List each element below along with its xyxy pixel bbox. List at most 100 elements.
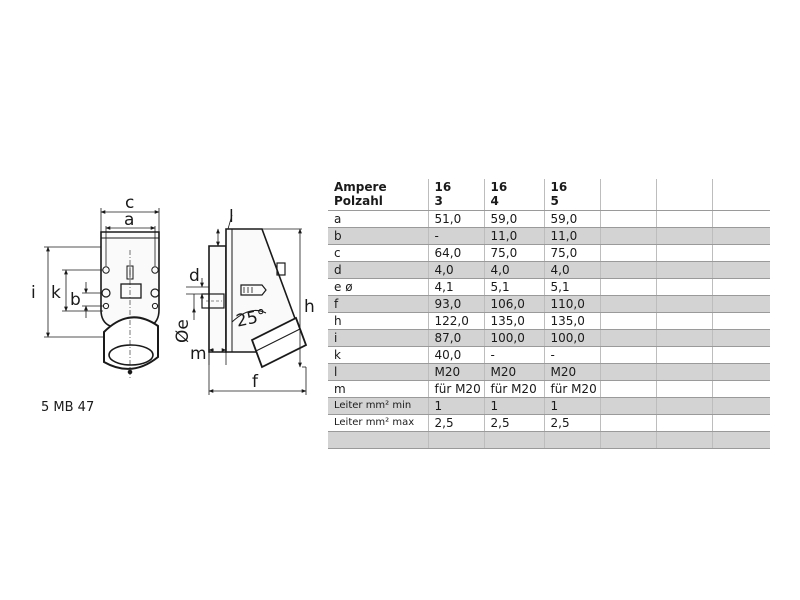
header-column-line: 4 (490, 194, 499, 208)
row-label: c (328, 244, 428, 262)
row-value: für M20 (483, 380, 544, 398)
empty-cell (711, 210, 770, 228)
empty-cell (655, 414, 712, 432)
row-value: für M20 (543, 380, 600, 398)
empty-cell (599, 431, 656, 449)
row-value: 2,5 (427, 414, 484, 432)
empty-cell (655, 329, 712, 347)
row-value: 135,0 (543, 312, 600, 330)
row-value: 11,0 (483, 227, 544, 245)
empty-cell (655, 244, 712, 262)
empty-cell (655, 261, 712, 279)
row-label (328, 431, 428, 449)
empty-cell (599, 227, 656, 245)
empty-cell (655, 278, 712, 296)
label-h: h (304, 297, 315, 317)
empty-cell (711, 278, 770, 296)
model-number: 5 MB 47 (41, 400, 95, 415)
empty-cell (599, 179, 656, 211)
row-label: e ø (328, 278, 428, 296)
empty-cell (599, 261, 656, 279)
empty-cell (599, 210, 656, 228)
empty-cell (711, 179, 770, 211)
row-value: 100,0 (483, 329, 544, 347)
empty-cell (655, 295, 712, 313)
row-value: 11,0 (543, 227, 600, 245)
label-f: f (252, 372, 259, 392)
row-value: 93,0 (427, 295, 484, 313)
row-value: 59,0 (483, 210, 544, 228)
row-value: 2,5 (483, 414, 544, 432)
row-value: 122,0 (427, 312, 484, 330)
row-value: 75,0 (483, 244, 544, 262)
label-m: m (190, 344, 207, 364)
row-value: - (427, 227, 484, 245)
header-param-line: Polzahl (334, 194, 383, 208)
row-label: k (328, 346, 428, 364)
row-value: 4,1 (427, 278, 484, 296)
label-d: d (189, 266, 200, 286)
empty-cell (711, 380, 770, 398)
row-value: 5,1 (483, 278, 544, 296)
label-i: i (31, 283, 36, 303)
empty-cell (655, 431, 712, 449)
empty-cell (711, 414, 770, 432)
empty-cell (711, 363, 770, 381)
row-value: 64,0 (427, 244, 484, 262)
row-value: 1 (543, 397, 600, 415)
row-label: h (328, 312, 428, 330)
row-value: 135,0 (483, 312, 544, 330)
label-l: l (229, 207, 234, 227)
table-row (328, 431, 770, 449)
row-label: m (328, 380, 428, 398)
row-value (427, 431, 484, 449)
row-value: 1 (483, 397, 544, 415)
row-value (543, 431, 600, 449)
empty-cell (655, 210, 712, 228)
row-value: 110,0 (543, 295, 600, 313)
row-value: 106,0 (483, 295, 544, 313)
empty-cell (711, 244, 770, 262)
empty-cell (711, 295, 770, 313)
empty-cell (711, 227, 770, 245)
side-dimensions (186, 214, 307, 395)
label-c: c (125, 193, 134, 213)
row-label: b (328, 227, 428, 245)
front-dimensions (44, 208, 160, 338)
empty-cell (655, 363, 712, 381)
row-label: Leiter mm² max (328, 414, 428, 432)
row-value: 40,0 (427, 346, 484, 364)
row-value: 4,0 (427, 261, 484, 279)
row-value: 51,0 (427, 210, 484, 228)
label-k: k (51, 283, 61, 303)
empty-cell (599, 244, 656, 262)
side-view (201, 228, 308, 369)
empty-cell (711, 346, 770, 364)
empty-cell (599, 380, 656, 398)
row-label: i (328, 329, 428, 347)
empty-cell (655, 346, 712, 364)
empty-cell (599, 312, 656, 330)
empty-cell (655, 380, 712, 398)
empty-cell (655, 397, 712, 415)
empty-cell (599, 295, 656, 313)
empty-cell (655, 179, 712, 211)
empty-cell (599, 329, 656, 347)
empty-cell (599, 346, 656, 364)
technical-drawing: c a i k b (31, 193, 315, 395)
empty-cell (711, 431, 770, 449)
empty-cell (599, 397, 656, 415)
